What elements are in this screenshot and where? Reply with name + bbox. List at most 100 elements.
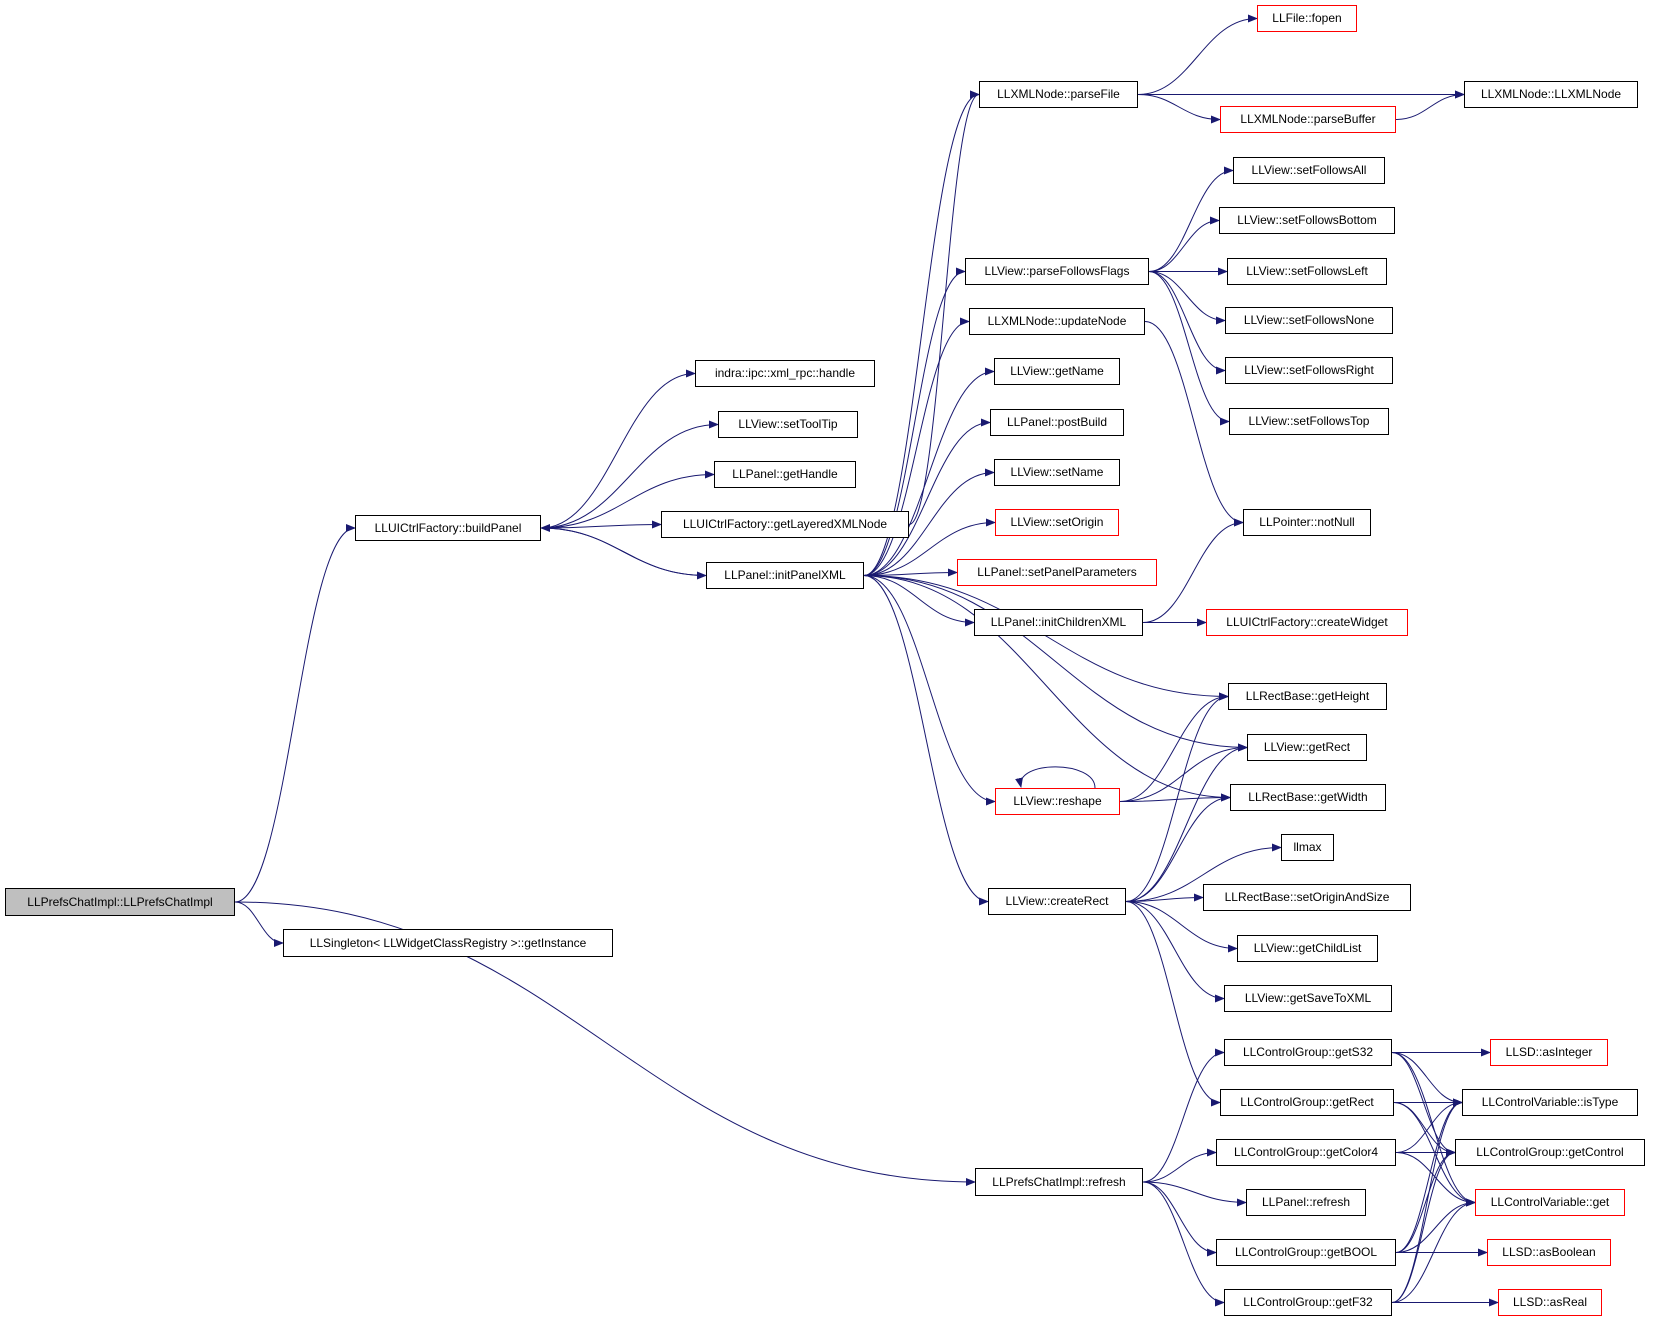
node-getHeight[interactable]: LLRectBase::getHeight: [1228, 683, 1387, 710]
edge-getF32-to-cvGet: [1391, 1198, 1476, 1303]
node-xmlrpc[interactable]: indra::ipc::xml_rpc::handle: [695, 360, 875, 387]
node-sfLeft[interactable]: LLView::setFollowsLeft: [1227, 258, 1387, 285]
node-sfNone[interactable]: LLView::setFollowsNone: [1225, 307, 1393, 334]
node-createRect[interactable]: LLView::createRect: [988, 888, 1126, 915]
node-fopen[interactable]: LLFile::fopen: [1257, 5, 1357, 32]
edge-updateNode-to-notNull: [1144, 321, 1244, 527]
edge-root-to-getInstance: [234, 901, 284, 947]
node-sfTop[interactable]: LLView::setFollowsTop: [1229, 408, 1389, 435]
node-getWidth[interactable]: LLRectBase::getWidth: [1230, 784, 1386, 811]
node-refresh[interactable]: LLPrefsChatImpl::refresh: [975, 1168, 1143, 1196]
edge-parseFollows-to-sfRight: [1148, 271, 1226, 375]
node-postBuild[interactable]: LLPanel::postBuild: [990, 409, 1124, 436]
node-getS32[interactable]: LLControlGroup::getS32: [1224, 1039, 1392, 1066]
edge-initPanelXML-to-postBuild: [863, 418, 991, 576]
node-getColor4[interactable]: LLControlGroup::getColor4: [1216, 1139, 1396, 1166]
edge-initPanelXML-to-updateNode: [863, 317, 970, 576]
edge-initPanelXML-to-buildPanel: [540, 524, 707, 576]
node-cgGetRect[interactable]: LLControlGroup::getRect: [1220, 1089, 1394, 1116]
edge-parseFile-to-parseBuffer: [1137, 94, 1221, 124]
edge-parseFollows-to-sfNone: [1148, 271, 1226, 325]
node-getLayered[interactable]: LLUICtrlFactory::getLayeredXMLNode: [661, 511, 909, 538]
edge-refresh-to-getBOOL: [1142, 1181, 1217, 1257]
edge-getBOOL-to-cvGet: [1395, 1198, 1476, 1253]
node-panelRefresh[interactable]: LLPanel::refresh: [1246, 1189, 1366, 1216]
edge-reshape-to-getHeight: [1119, 692, 1229, 802]
edge-getColor4-to-cvGet: [1395, 1152, 1476, 1207]
edge-root-to-refresh: [234, 901, 976, 1186]
node-getSaveToXML[interactable]: LLView::getSaveToXML: [1224, 985, 1392, 1012]
edge-parseFile-to-fopen: [1137, 14, 1258, 95]
node-parseBuffer[interactable]: LLXMLNode::parseBuffer: [1220, 106, 1396, 133]
node-root[interactable]: LLPrefsChatImpl::LLPrefsChatImpl: [5, 888, 235, 916]
edge-reshape-to-reshape: [1015, 766, 1096, 789]
edge-refresh-to-getColor4: [1142, 1148, 1217, 1183]
node-updateNode[interactable]: LLXMLNode::updateNode: [969, 308, 1145, 335]
node-getName[interactable]: LLView::getName: [994, 358, 1120, 385]
edge-parseFollows-to-sfAll: [1148, 166, 1234, 272]
edge-getLayered-to-parseFile: [908, 90, 980, 525]
edge-getF32-to-getControl: [1391, 1148, 1456, 1303]
node-getHandle[interactable]: LLPanel::getHandle: [714, 461, 856, 488]
edge-createRect-to-llmax: [1125, 843, 1282, 902]
edge-root-to-buildPanel: [234, 524, 356, 903]
edge-createRect-to-getRect: [1125, 743, 1248, 902]
node-parseFollows[interactable]: LLView::parseFollowsFlags: [965, 258, 1149, 285]
node-setOriginAndSize[interactable]: LLRectBase::setOriginAndSize: [1203, 884, 1411, 911]
node-setOrigin[interactable]: LLView::setOrigin: [995, 509, 1119, 536]
edge-createRect-to-setOriginAndSize: [1125, 893, 1204, 902]
edge-reshape-to-getWidth: [1119, 793, 1231, 802]
node-getControl[interactable]: LLControlGroup::getControl: [1455, 1139, 1645, 1166]
edge-initPanelXML-to-parseFile: [863, 90, 980, 576]
edge-initPanelXML-to-getName: [863, 367, 995, 576]
node-isType[interactable]: LLControlVariable::isType: [1462, 1089, 1638, 1116]
node-sfBottom[interactable]: LLView::setFollowsBottom: [1219, 207, 1395, 234]
edge-initChildren-to-notNull: [1142, 518, 1244, 623]
node-getF32[interactable]: LLControlGroup::getF32: [1224, 1289, 1392, 1316]
node-sfRight[interactable]: LLView::setFollowsRight: [1225, 357, 1393, 384]
node-asInteger[interactable]: LLSD::asInteger: [1490, 1039, 1608, 1066]
edge-createRect-to-getHeight: [1125, 692, 1229, 902]
edge-buildPanel-to-getHandle: [540, 470, 715, 529]
edge-getF32-to-isType: [1391, 1098, 1463, 1303]
node-initChildren[interactable]: LLPanel::initChildrenXML: [974, 609, 1143, 636]
node-initPanelXML[interactable]: LLPanel::initPanelXML: [706, 562, 864, 589]
edge-cgGetRect-to-getControl: [1393, 1102, 1456, 1157]
edge-parseFollows-to-sfBottom: [1148, 216, 1220, 272]
node-reshape[interactable]: LLView::reshape: [995, 788, 1120, 815]
node-setToolTip[interactable]: LLView::setToolTip: [718, 411, 858, 438]
edge-initPanelXML-to-createRect: [863, 575, 989, 906]
edge-getBOOL-to-getControl: [1395, 1148, 1456, 1253]
node-setPanelParams[interactable]: LLPanel::setPanelParameters: [957, 559, 1157, 586]
edge-getBOOL-to-isType: [1395, 1098, 1463, 1253]
edge-refresh-to-getF32: [1142, 1181, 1225, 1307]
node-llxmlnode[interactable]: LLXMLNode::LLXMLNode: [1464, 81, 1638, 108]
node-sfAll[interactable]: LLView::setFollowsAll: [1233, 157, 1385, 184]
edge-getS32-to-cvGet: [1391, 1052, 1476, 1207]
node-cvGet[interactable]: LLControlVariable::get: [1475, 1189, 1625, 1216]
edge-createRect-to-getWidth: [1125, 793, 1231, 902]
edge-initPanelXML-to-getHeight: [863, 575, 1229, 701]
edge-createRect-to-cgGetRect: [1125, 901, 1221, 1107]
node-buildPanel[interactable]: LLUICtrlFactory::buildPanel: [355, 515, 541, 541]
edge-initPanelXML-to-reshape: [863, 575, 996, 806]
edge-buildPanel-to-getLayered: [540, 520, 662, 529]
node-getChildList[interactable]: LLView::getChildList: [1237, 935, 1378, 962]
node-setName[interactable]: LLView::setName: [994, 459, 1120, 486]
node-getInstance[interactable]: LLSingleton< LLWidgetClassRegistry >::ge…: [283, 929, 613, 957]
edge-createRect-to-getChildList: [1125, 901, 1238, 953]
edge-refresh-to-getS32: [1142, 1048, 1225, 1183]
edge-buildPanel-to-setToolTip: [540, 420, 719, 529]
node-getBOOL[interactable]: LLControlGroup::getBOOL: [1216, 1239, 1396, 1266]
edge-buildPanel-to-xmlrpc: [540, 369, 696, 529]
node-parseFile[interactable]: LLXMLNode::parseFile: [979, 81, 1138, 108]
edge-initPanelXML-to-setOrigin: [863, 518, 996, 576]
node-llmax[interactable]: llmax: [1281, 834, 1334, 861]
node-asBoolean[interactable]: LLSD::asBoolean: [1487, 1239, 1611, 1266]
node-createWidget[interactable]: LLUICtrlFactory::createWidget: [1206, 609, 1408, 636]
node-asReal[interactable]: LLSD::asReal: [1498, 1289, 1602, 1316]
node-notNull[interactable]: LLPointer::notNull: [1243, 509, 1371, 536]
edge-parseBuffer-to-llxmlnode: [1395, 90, 1465, 120]
node-getRect[interactable]: LLView::getRect: [1247, 734, 1367, 761]
